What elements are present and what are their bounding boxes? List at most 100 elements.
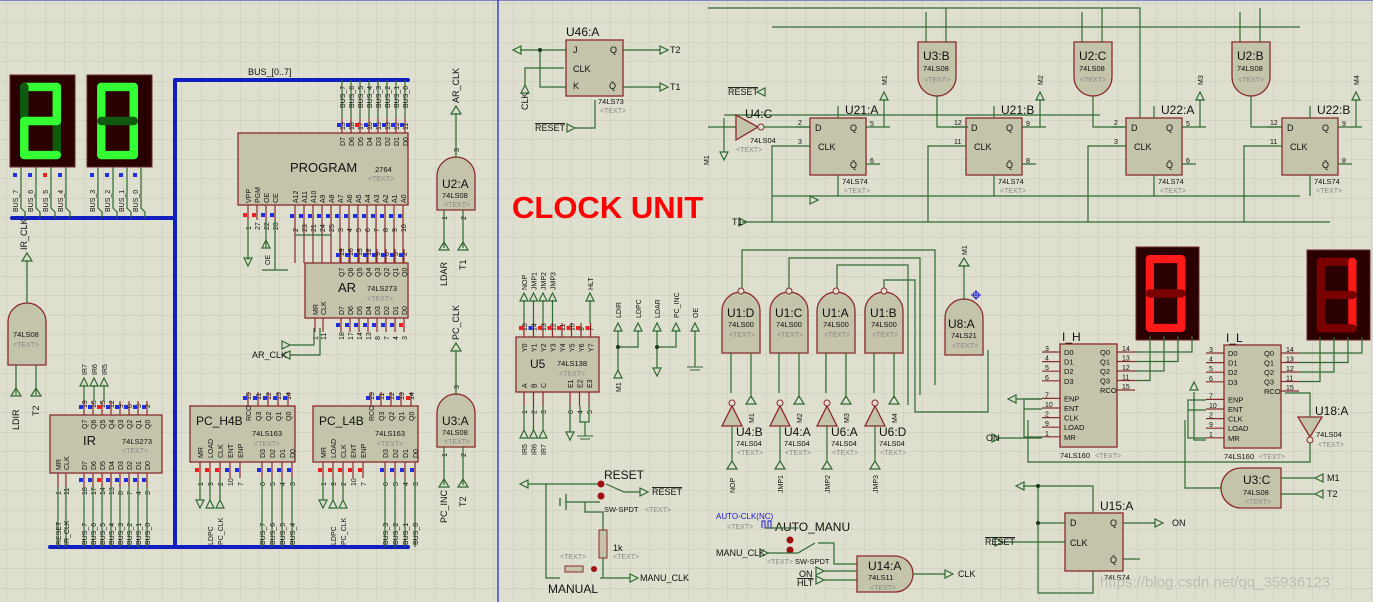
- counter-input-label: PC_CLK: [341, 517, 348, 545]
- bus-pin-label: BUS_0: [133, 190, 140, 212]
- il-counter[interactable]: I_L74LS160<TEXT>D03D14D25D36ENP7ENT10CLK…: [1187, 331, 1363, 461]
- terminal: [519, 428, 529, 439]
- gate-ref: U2:B: [1237, 49, 1264, 63]
- pin-name: Q1: [1264, 359, 1274, 368]
- u14a-and3-gate[interactable]: U14:A 74LS11 <TEXT> CLK: [856, 555, 976, 593]
- pin-label: 5: [587, 410, 594, 414]
- pin-label: 27: [255, 222, 262, 230]
- auto-manu-switch[interactable]: AUTO-CLK(NC) <TEXT> AUTO_MANU MANU_CLK <…: [716, 512, 857, 588]
- gate-part: 74LS00: [823, 320, 849, 329]
- pin-number: 13: [1122, 356, 1130, 363]
- pin-number: 12: [1270, 120, 1278, 127]
- u5-decoder[interactable]: U5 74LS138 <TEXT> Y015Y114Y213Y312Y411Y5…: [515, 272, 600, 455]
- pin-state-indicator: [366, 396, 370, 400]
- pin-state-indicator: [115, 478, 119, 482]
- nand-bubble: [785, 287, 793, 295]
- u3c-and-gate[interactable]: U3:C 74LS08 <TEXT> M1 T2: [1184, 420, 1340, 509]
- pin-label: 7: [589, 327, 596, 331]
- u18a-inverter[interactable]: U18:A 74LS04 <TEXT>: [1027, 392, 1348, 463]
- pin-state-indicator: [90, 173, 94, 177]
- ar-register[interactable]: AR 74LS273 <TEXT> Q719Q616Q515Q412Q39Q26…: [252, 248, 409, 360]
- pin-label: A0: [401, 194, 408, 203]
- pin-name: Q̄: [850, 160, 857, 170]
- svg-text:U15:A: U15:A: [1100, 499, 1133, 513]
- pc-high-counter[interactable]: PC_H4B74LS163<TEXT>RCO15Q311Q212Q113Q014…: [189, 392, 297, 547]
- pin-label: 9: [392, 228, 399, 232]
- oe-label: OE: [265, 255, 272, 265]
- control-signal-label: M1: [616, 382, 623, 392]
- m-input-label: M2: [797, 413, 804, 423]
- pin-name: ENT: [1064, 404, 1079, 413]
- control-signal-label: LDAR: [655, 299, 662, 318]
- gate-ref: U1:B: [870, 306, 897, 320]
- program-rom[interactable]: PROGRAM 2764 <TEXT> 19D7BUS_718D6BUS_617…: [237, 80, 410, 271]
- pin-state-indicator: [133, 405, 137, 409]
- inverter-bubble: [823, 399, 831, 407]
- pin-number: 8: [1026, 158, 1030, 165]
- pin-label: 18: [349, 122, 356, 130]
- flipflop-part: 74LS74: [998, 177, 1024, 186]
- reset-switch[interactable]: RESET SW-SPDT <TEXT> RESET 1k <TEXT> <TE…: [518, 468, 689, 596]
- bus-pin-label: BUS_1: [394, 86, 401, 108]
- pin-state-indicator: [79, 405, 83, 409]
- pin-state-indicator: [299, 214, 303, 218]
- pin-label: Q3: [375, 268, 382, 277]
- inverter-bubble: [776, 399, 784, 407]
- ir-and-gate[interactable]: 74LS08 <TEXT> IR_CLK LDIR T2: [7, 218, 47, 430]
- wire: [1000, 398, 1042, 439]
- gate-wire: [1081, 8, 1124, 128]
- display-wire: [1299, 337, 1321, 383]
- counter-input-label: LDPC: [331, 526, 338, 545]
- ih-display: [1135, 246, 1200, 341]
- pin-state-indicator: [390, 323, 394, 327]
- terminal: [338, 498, 348, 509]
- ir-name: IR: [83, 433, 96, 448]
- pc-low-counter[interactable]: PC_L4B74LS163<TEXT>RCO15Q311Q212Q113Q014…: [312, 392, 420, 547]
- flipflop-wire: [771, 106, 890, 222]
- gate-text: <TEXT>: [952, 343, 978, 350]
- svg-text:ON: ON: [799, 569, 813, 579]
- pin-label: 10: [228, 478, 235, 486]
- svg-text:<TEXT>: <TEXT>: [645, 507, 671, 514]
- pin-label: 9: [331, 482, 338, 486]
- gate-ref: U2:A: [442, 177, 469, 191]
- flipflop-part: 74LS74: [1158, 177, 1184, 186]
- pin-label: 3: [454, 385, 461, 389]
- pin-state-indicator: [106, 405, 110, 409]
- ir-input-label: BUS_5: [100, 523, 107, 545]
- ir-register[interactable]: IR 74LS273 <TEXT> Q719Q616Q515Q412Q39Q26…: [49, 364, 163, 547]
- pin-state-indicator: [290, 214, 294, 218]
- inverter-ref: U4:A: [784, 425, 811, 439]
- terminal: [79, 376, 89, 387]
- bus-pin-label: BUS_6: [270, 523, 277, 545]
- gate-ref: U3:B: [923, 49, 950, 63]
- pin-state-indicator: [363, 253, 367, 257]
- pin-label: D3: [260, 449, 267, 458]
- ih-counter[interactable]: I_H74LS160<TEXT>D03D14D25D36ENP7ENT10CLK…: [986, 330, 1193, 460]
- terminal: [528, 291, 539, 302]
- gate-text: <TEXT>: [444, 439, 470, 446]
- gate-text: <TEXT>: [872, 332, 898, 339]
- pin-state-indicator: [318, 468, 322, 472]
- pin-label: B: [532, 383, 539, 388]
- svg-text:74LS08: 74LS08: [1243, 488, 1269, 497]
